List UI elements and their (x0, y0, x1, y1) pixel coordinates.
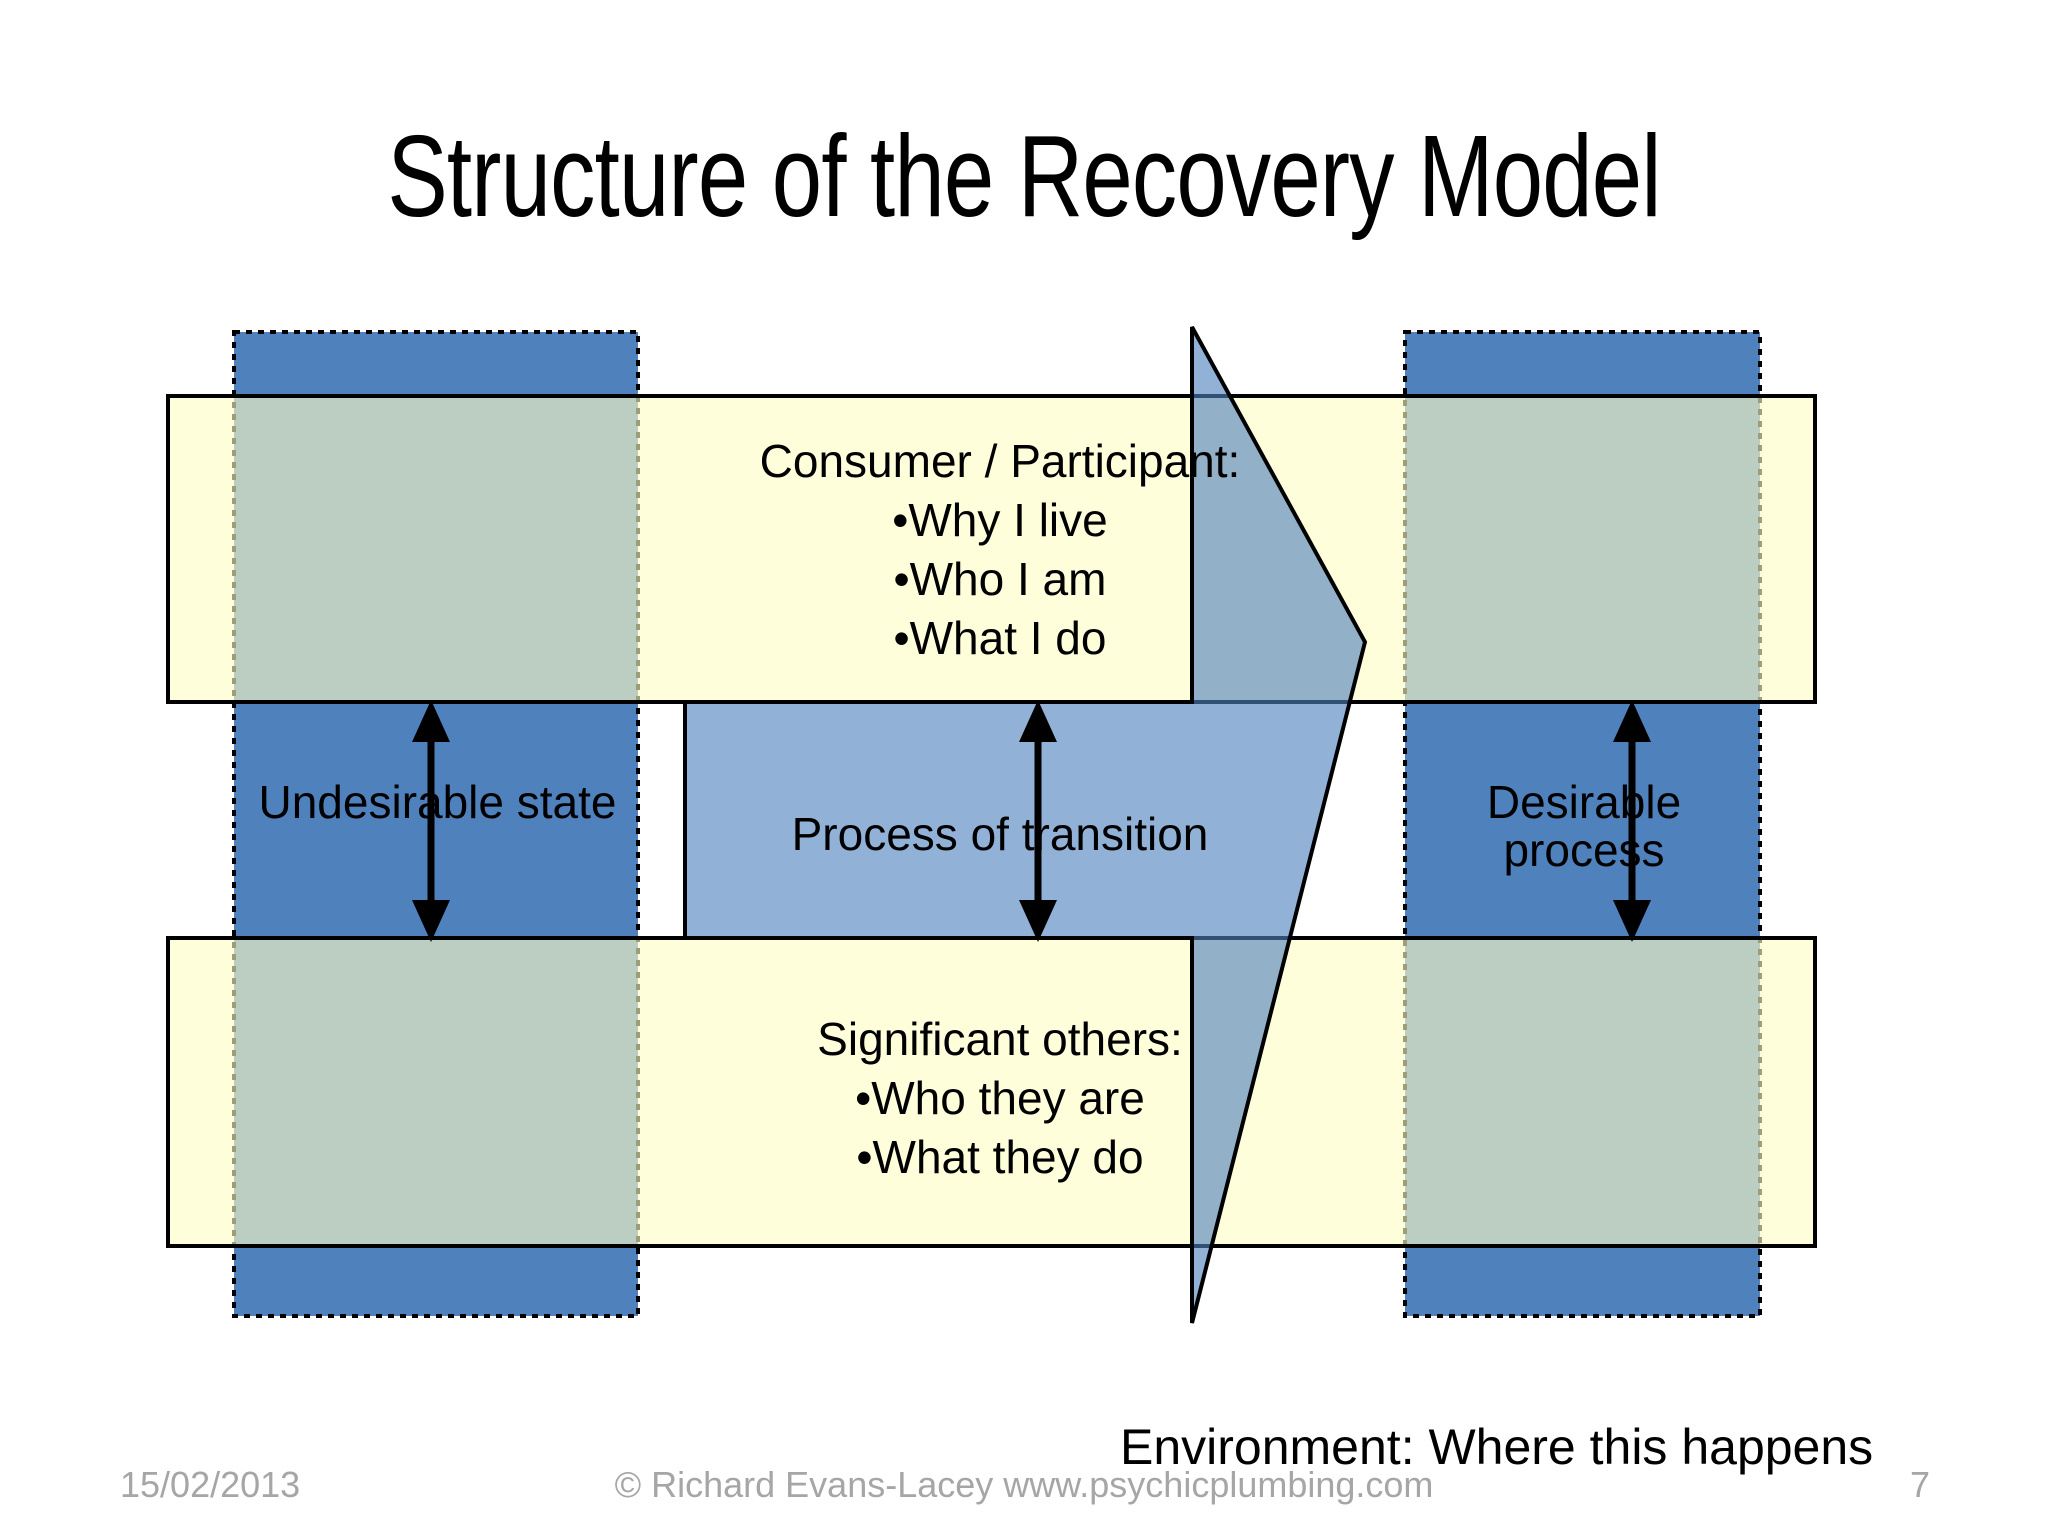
left-double-arrow (412, 700, 450, 942)
page-title: Structure of the Recovery Model (387, 111, 1661, 241)
footer-date: 15/02/2013 (120, 1464, 301, 1505)
consumer-bullet-why-i-live: •Why I live (892, 493, 1108, 546)
significant-others-block: Significant others: •Who they are •What … (640, 1010, 1360, 1187)
footer-page-number: 7 (1909, 1464, 1930, 1505)
consumer-participant-block: Consumer / Participant: •Why I live •Who… (640, 432, 1360, 668)
upper-yellow-band (166, 394, 1817, 704)
significant-bullet-who-they-are: •Who they are (855, 1071, 1145, 1124)
process-of-transition-label: Process of transition (791, 808, 1209, 860)
consumer-participant-heading: Consumer / Participant: (759, 435, 1241, 487)
significant-bullet-what-they-do: •What they do (856, 1130, 1144, 1183)
significant-others-heading: Significant others: (817, 1013, 1183, 1065)
lower-yellow-band (166, 936, 1817, 1248)
right-double-arrow (1613, 700, 1651, 942)
desirable-process-label: Desirable process (1486, 776, 1682, 877)
center-double-arrow (1019, 700, 1057, 942)
environment-caption: Environment: Where this happens (1120, 1419, 1874, 1475)
process-transition-arrow (683, 326, 1368, 1324)
recovery-model-diagram: Consumer / Participant: •Why I live •Who… (166, 326, 1873, 1475)
slide-footer: 15/02/2013 © Richard Evans-Lacey www.psy… (0, 1464, 2048, 1508)
consumer-bullet-who-i-am: •Who I am (893, 552, 1107, 605)
consumer-bullet-what-i-do: •What I do (893, 611, 1107, 664)
undesirable-state-label: Undesirable state (258, 776, 617, 828)
footer-copyright: © Richard Evans-Lacey www.psychicplumbin… (614, 1464, 1434, 1505)
